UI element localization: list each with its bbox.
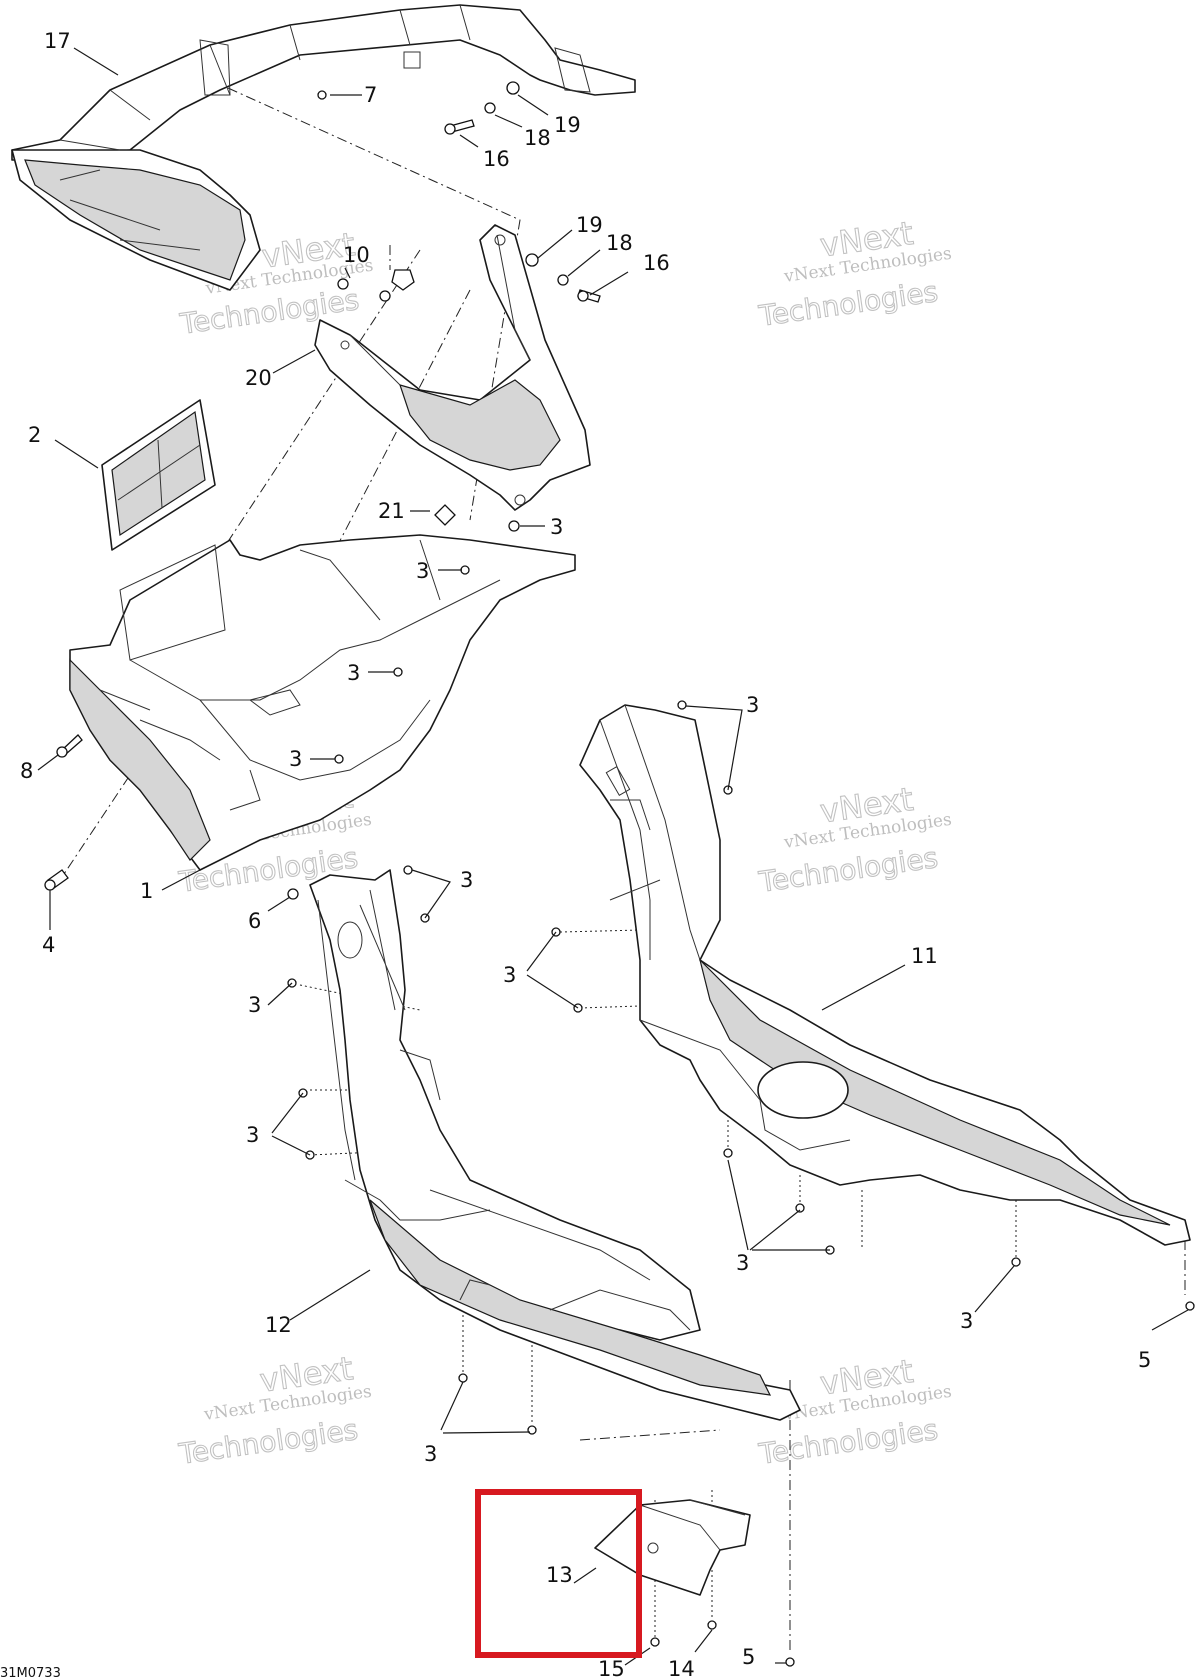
callout-5: 5 [1138,1348,1151,1372]
diagram-code: 31M0733 [0,1666,61,1680]
callout-21: 21 [378,499,405,523]
watermark-word2: Technologies [756,841,940,899]
callout-1: 1 [140,879,153,903]
callout-17: 17 [44,29,71,53]
callout-5: 5 [742,1645,755,1669]
callout-18: 18 [606,231,633,255]
watermark-top-right: vNext vNext Technologies Technologies [756,213,953,333]
callout-18: 18 [524,126,551,150]
watermark-bottom-left: vNext vNext Technologies Technologies [176,1349,373,1472]
part-17-upper-panel [11,4,636,291]
part-11-floor-panel [579,704,1191,1246]
callout-2: 2 [28,423,41,447]
callout-10: 10 [343,243,370,267]
callout-3: 3 [960,1309,973,1333]
callout-12: 12 [265,1313,292,1337]
callout-3: 3 [246,1123,259,1147]
callout-3: 3 [289,747,302,771]
watermark-word2: Technologies [176,1413,360,1471]
callout-14: 14 [668,1657,695,1680]
callout-3: 3 [347,661,360,685]
callout-7: 7 [364,83,377,107]
watermark-mid-right: vNext vNext Technologies Technologies [756,779,953,899]
callout-20: 20 [245,366,272,390]
callout-15: 15 [598,1657,625,1680]
highlight-box-part-13 [475,1489,642,1658]
leader-lines [37,47,1189,1666]
callout-3: 3 [248,993,261,1017]
callout-16: 16 [643,251,670,275]
callout-19: 19 [554,113,581,137]
watermark-word2: Technologies [756,1413,940,1471]
callout-3: 3 [424,1442,437,1466]
callout-16: 16 [483,147,510,171]
part-2-screen [101,399,216,551]
watermark-word2: Technologies [756,275,940,333]
callout-3: 3 [416,559,429,583]
callout-8: 8 [20,759,33,783]
callout-labels: 17 7 19 18 16 10 19 18 16 20 2 21 3 3 3 … [20,29,1151,1680]
callout-3: 3 [550,515,563,539]
callout-6: 6 [248,909,261,933]
part-20-bracket [314,224,591,511]
callout-3: 3 [503,963,516,987]
callout-19: 19 [576,213,603,237]
callout-11: 11 [911,944,938,968]
part-1-console [69,534,576,871]
callout-13: 13 [546,1563,573,1587]
part-12-left-panel [309,869,801,1421]
part-13-plate [594,1499,751,1596]
callout-3: 3 [746,693,759,717]
callout-4: 4 [42,933,55,957]
callout-3: 3 [736,1251,749,1275]
callout-3: 3 [460,868,473,892]
